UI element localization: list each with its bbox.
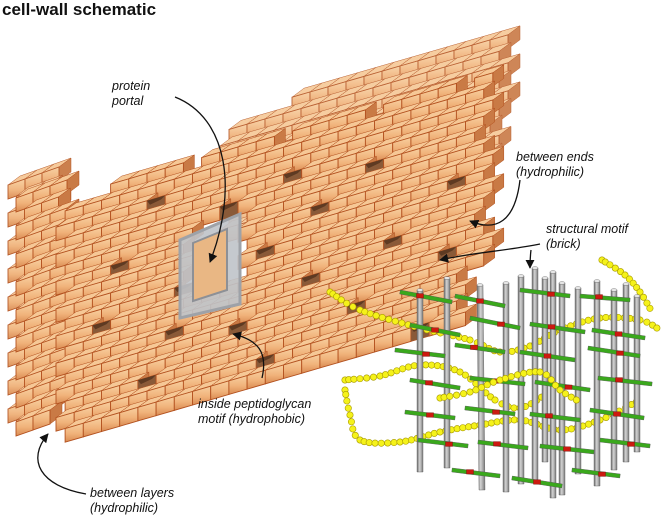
annotation-arrows xyxy=(37,96,541,495)
protein-portal xyxy=(178,211,242,320)
label-structural-motif-line1: structural motif xyxy=(546,222,628,236)
page-title: cell-wall schematic xyxy=(2,0,157,19)
label-inside-motif-line1: inside peptidoglycan xyxy=(198,397,312,411)
arrow-between-layers xyxy=(37,433,87,495)
arrow-structural-motif-molecule xyxy=(525,249,535,269)
arrow-inside-motif xyxy=(232,331,265,379)
label-between-ends: between ends (hydrophilic) xyxy=(516,150,594,180)
label-structural-motif-line2: (brick) xyxy=(546,237,581,251)
label-inside-motif-line2: motif (hydrophobic) xyxy=(198,412,305,426)
label-protein-portal: protein portal xyxy=(112,79,150,109)
arrow-protein-portal xyxy=(174,96,226,263)
label-between-layers-line2: (hydrophilic) xyxy=(90,501,159,515)
peptidoglycan-structural-motif xyxy=(326,256,661,499)
label-protein-portal-line2: portal xyxy=(112,94,144,108)
label-structural-motif: structural motif (brick) xyxy=(546,222,628,252)
label-between-layers: between layers (hydrophilic) xyxy=(90,486,174,516)
label-inside-motif: inside peptidoglycan motif (hydrophobic) xyxy=(198,397,311,427)
label-protein-portal-line1: protein xyxy=(112,79,151,93)
label-between-ends-line2: (hydrophilic) xyxy=(516,165,585,179)
label-between-ends-line1: between ends xyxy=(516,150,594,164)
label-between-layers-line1: between layers xyxy=(90,486,175,500)
arrow-between-ends xyxy=(469,179,521,229)
arrow-structural-motif-wall xyxy=(439,243,541,263)
